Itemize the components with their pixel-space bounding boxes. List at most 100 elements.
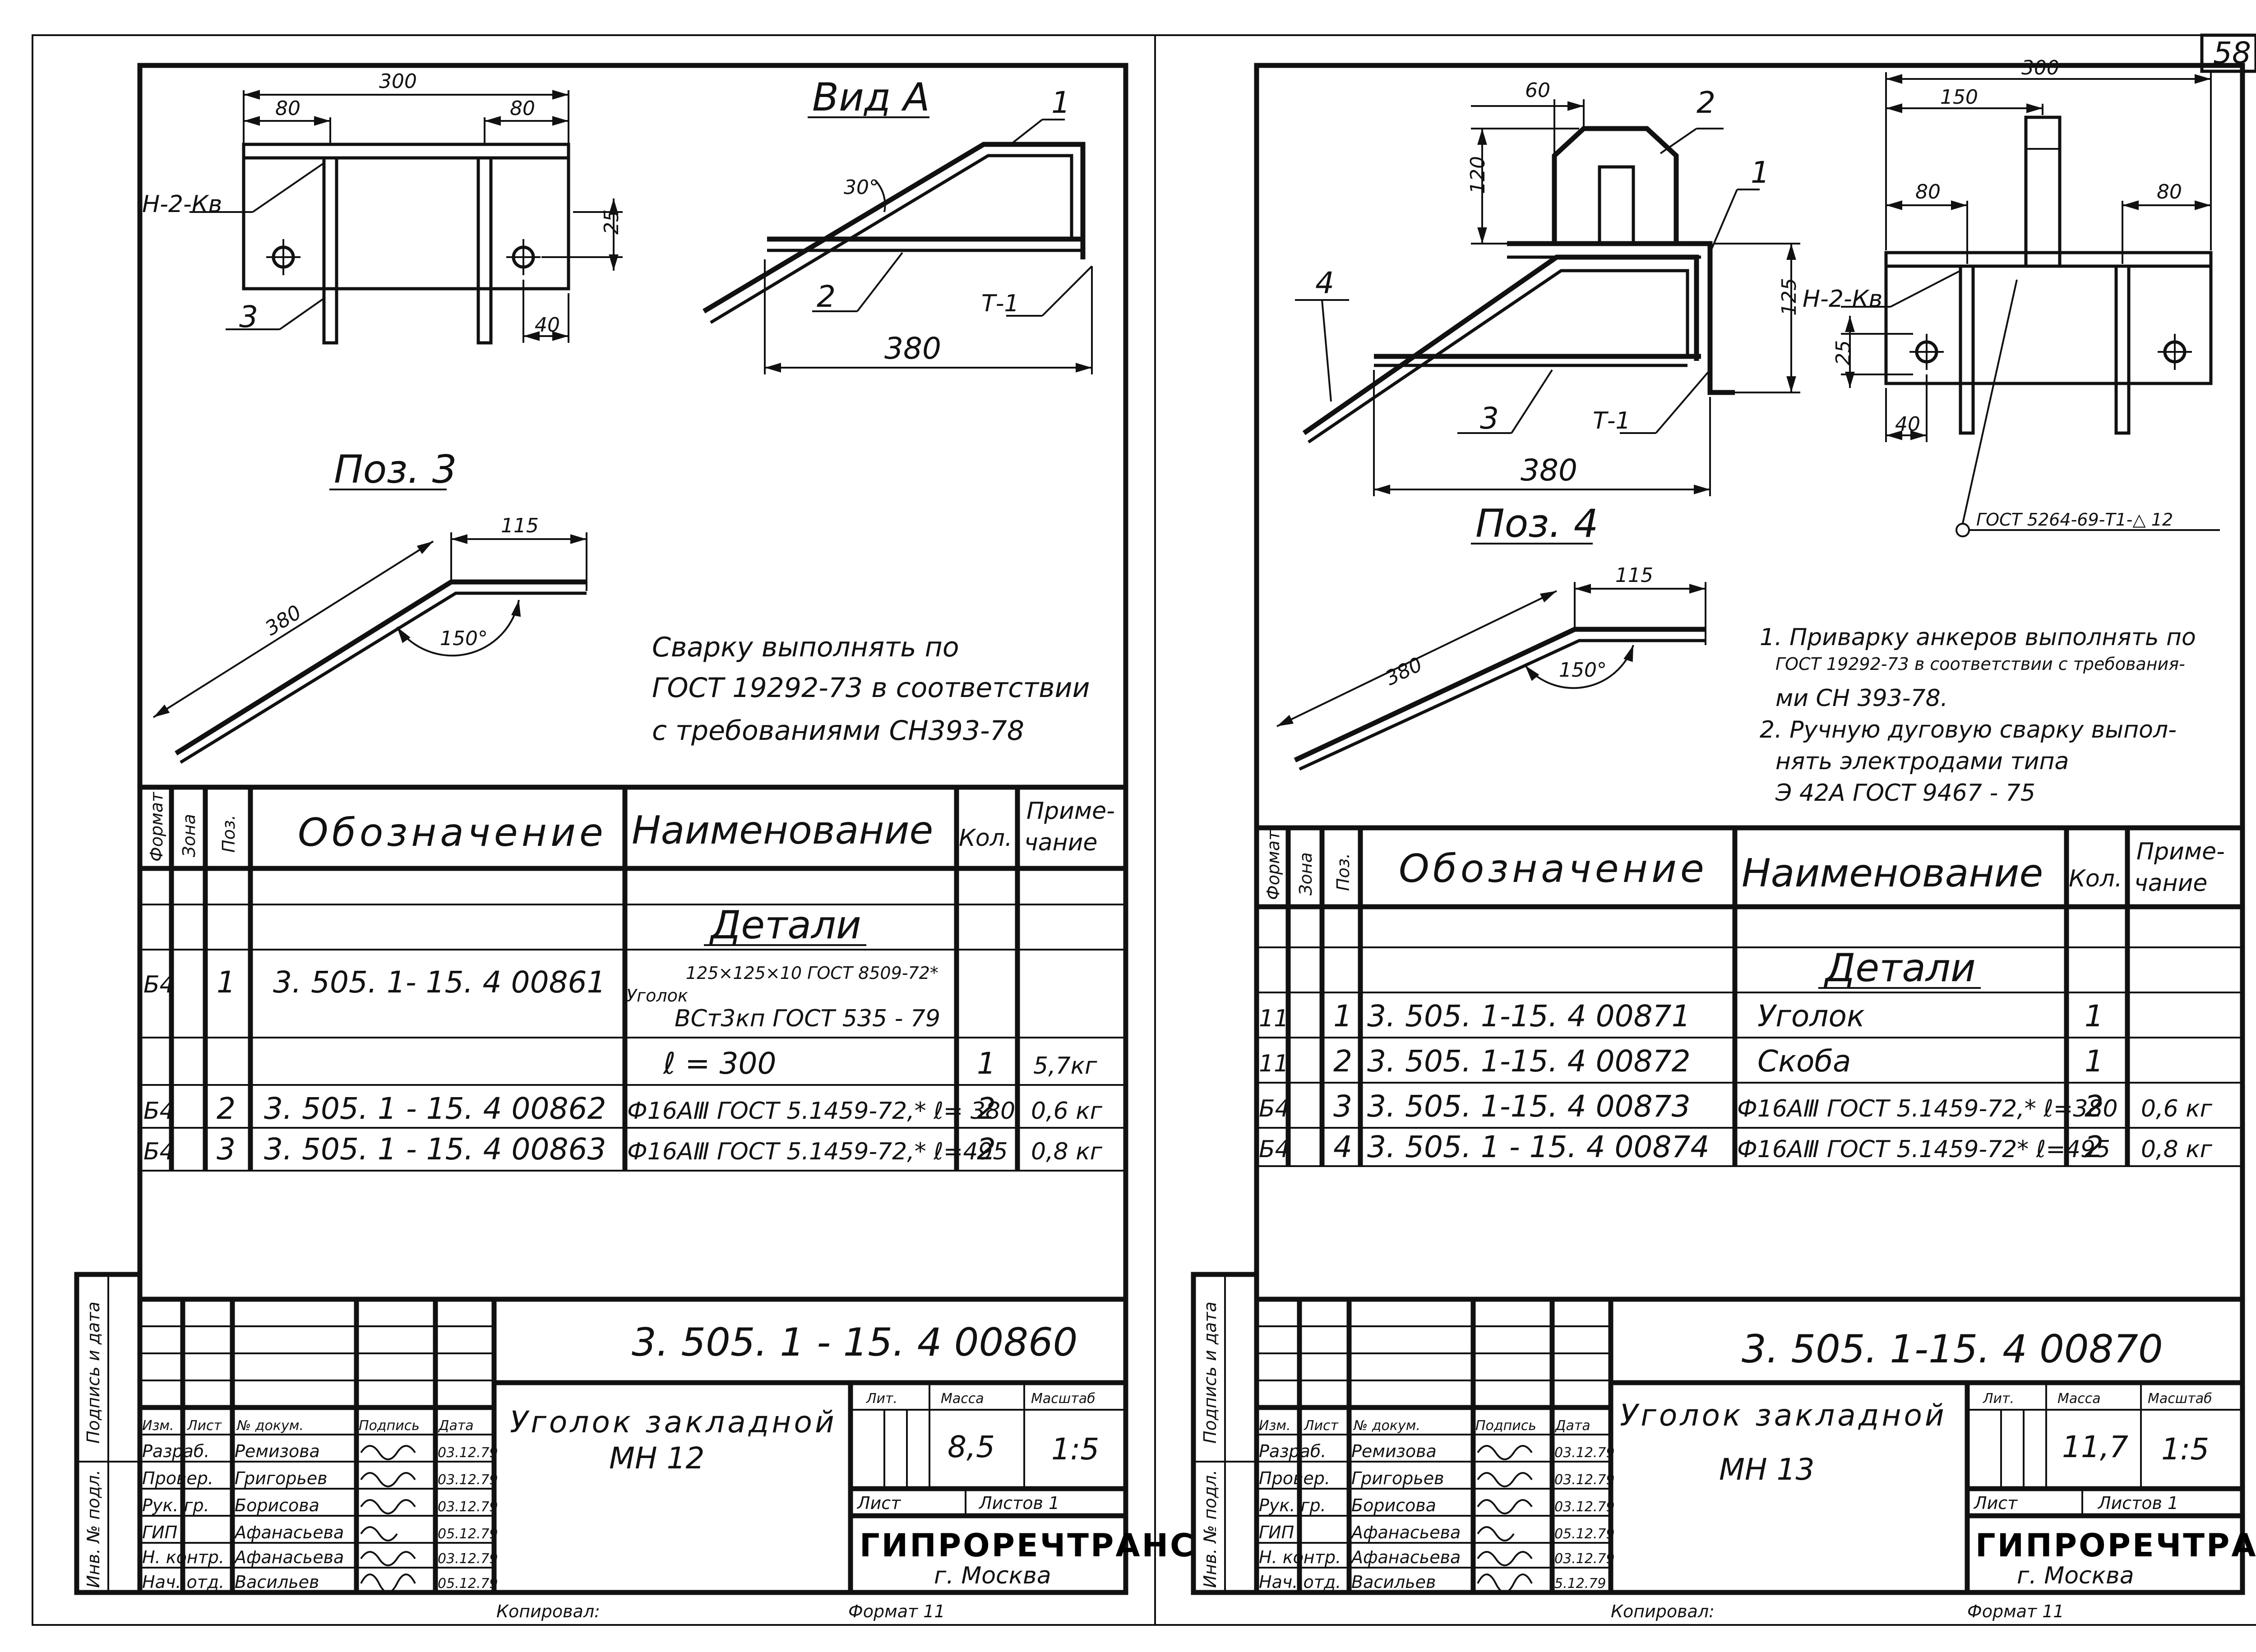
left-title-2: МН 12 xyxy=(609,1441,705,1476)
row1-qty: 1 xyxy=(977,1046,996,1081)
dim-300-right: 300 xyxy=(2021,56,2059,79)
pos4-dim-115: 115 xyxy=(1615,564,1653,587)
pos3-title: Поз. 3 xyxy=(334,447,457,492)
left-hdr-mass: Масса xyxy=(941,1391,984,1407)
row2-designation: 3. 505. 1 - 15. 4 00862 xyxy=(264,1091,606,1126)
left-date-4: 05.12.79 xyxy=(438,1526,498,1542)
pos3-angle: 150° xyxy=(440,627,488,650)
rrow4-name: Ф16АⅢ ГОСТ 5.1459-72* ℓ=495 xyxy=(1737,1136,2110,1163)
rrow4-pos: 4 xyxy=(1333,1130,1352,1164)
weld-label: Н-2-Кв xyxy=(142,191,222,218)
rrow1-qty: 1 xyxy=(2085,999,2103,1034)
page-border xyxy=(32,34,2256,1626)
rrow4-format: Б4 xyxy=(1259,1136,1290,1163)
right-role-6: Нач. отд. xyxy=(1259,1572,1341,1592)
right-signatures: Разраб. Ремизова 03.12.79 Провер. Григор… xyxy=(1259,1441,1615,1593)
right-sheet: 60 120 125 380 2 1 4 3 Т-1 xyxy=(1191,56,2256,1621)
rrow2-format: 11 xyxy=(1259,1050,1289,1077)
left-footer-copied: Копировал: xyxy=(496,1601,600,1621)
rrow2-name: Скоба xyxy=(1757,1044,1851,1079)
right-dim-25: 25 xyxy=(1832,340,1855,365)
left-title-block xyxy=(74,1272,1126,1595)
pos2-callout: 2 xyxy=(817,279,836,314)
row1-name-line3: ℓ = 300 xyxy=(663,1046,777,1081)
dim-300: 300 xyxy=(379,70,417,93)
right-role-2: Провер. xyxy=(1259,1468,1330,1488)
right-hdr-zone: Зона xyxy=(1296,852,1316,895)
right-hdr-format: Формат xyxy=(1263,830,1283,900)
left-hdr-scale: Масштаб xyxy=(1031,1391,1096,1407)
left-name-4: Афанасьева xyxy=(233,1523,344,1542)
dim-380: 380 xyxy=(884,331,941,366)
dim-80-right: 80 xyxy=(510,97,535,120)
right-spec-row-1: 11 1 3. 505. 1-15. 4 00871 Уголок 1 xyxy=(1259,999,2103,1034)
right-name-1: Ремизова xyxy=(1351,1441,1437,1461)
right-side-strip-inv: Инв. № подл. xyxy=(1200,1470,1220,1588)
rrow3-designation: 3. 505. 1-15. 4 00873 xyxy=(1367,1089,1691,1124)
row2-note: 0,6 кг xyxy=(1031,1098,1103,1125)
pos3-dim-380: 380 xyxy=(261,601,305,641)
right-side-strip-sign: Подпись и дата xyxy=(1200,1301,1220,1444)
left-mass: 8,5 xyxy=(948,1430,995,1464)
signature-scribble xyxy=(360,1472,416,1487)
pos4-title: Поз. 4 xyxy=(1475,501,1598,546)
signature-scribble xyxy=(1477,1574,1533,1593)
left-name-3: Борисова xyxy=(235,1495,319,1515)
row2-name: Ф16АⅢ ГОСТ 5.1459-72,* ℓ= 380 xyxy=(627,1098,1015,1125)
sheet-number-box xyxy=(2200,33,2256,73)
left-org: ГИПРОРЕЧТРАНС xyxy=(860,1527,1195,1564)
left-name-1: Ремизова xyxy=(235,1441,320,1461)
right-plan-view xyxy=(1841,72,2220,537)
hdr-designation: Обозначение xyxy=(298,810,607,855)
right-hdr-list: Лист xyxy=(1304,1418,1339,1434)
rrow2-pos: 2 xyxy=(1333,1044,1352,1079)
view-a-title: Вид А xyxy=(812,75,930,120)
notes-line-4: 2. Ручную дуговую сварку выпол- xyxy=(1760,716,2177,743)
right-mass: 11,7 xyxy=(2062,1430,2128,1464)
row3-name: Ф16АⅢ ГОСТ 5.1459-72,* ℓ=495 xyxy=(627,1138,1008,1165)
right-pos4-view xyxy=(1276,582,1706,771)
left-hdr-lit: Лит. xyxy=(866,1391,897,1407)
right-hdr-designation: Обозначение xyxy=(1399,846,1708,891)
rrow1-pos: 1 xyxy=(1333,999,1352,1034)
right-spec-row-2: 11 2 3. 505. 1-15. 4 00872 Скоба 1 xyxy=(1259,1044,2103,1079)
right-name-2: Григорьев xyxy=(1351,1468,1444,1488)
hdr-format: Формат xyxy=(147,791,166,862)
hdr-note-a: Приме- xyxy=(1026,798,1115,825)
left-spec-row-1: Б4 1 3. 505. 1- 15. 4 00861 Уголок 125×1… xyxy=(143,963,1097,1081)
left-role-4: ГИП xyxy=(142,1523,177,1542)
t1-callout: Т-1 xyxy=(981,290,1019,317)
row1-name-line1: 125×125×10 ГОСТ 8509-72* xyxy=(686,963,938,983)
pos3-dim-115: 115 xyxy=(501,514,539,537)
left-pos3-view xyxy=(153,532,587,764)
note-line-3: с требованиями СН393-78 xyxy=(652,715,1024,747)
left-spec-table xyxy=(140,784,1126,1172)
dim-80a: 80 xyxy=(1915,180,1941,203)
rrow3-pos: 3 xyxy=(1333,1089,1352,1124)
left-hdr-izm: Изм. xyxy=(142,1418,174,1434)
left-hdr-sign: Подпись xyxy=(359,1418,420,1434)
left-hdr-sheets: Листов 1 xyxy=(978,1493,1059,1513)
left-title-1: Уголок закладной xyxy=(510,1405,837,1440)
notes-line-2: ГОСТ 19292-73 в соответствии с требовани… xyxy=(1775,654,2185,674)
right-footer-format: Формат 11 xyxy=(1967,1601,2064,1621)
hdr-pos: Поз. xyxy=(219,815,239,853)
right-city: г. Москва xyxy=(2017,1562,2134,1589)
right-hdr-scale: Масштаб xyxy=(2148,1391,2212,1407)
right-spec-row-4: Б4 4 3. 505. 1 - 15. 4 00874 Ф16АⅢ ГОСТ … xyxy=(1259,1130,2213,1164)
left-spec-row-3: Б4 3 3. 505. 1 - 15. 4 00863 Ф16АⅢ ГОСТ … xyxy=(143,1132,1103,1167)
row2-format: Б4 xyxy=(143,1098,175,1125)
rrow1-designation: 3. 505. 1-15. 4 00871 xyxy=(1367,999,1691,1034)
signature-scribble xyxy=(360,1574,416,1593)
row1-pos: 1 xyxy=(217,965,236,1000)
rrow4-note: 0,8 кг xyxy=(2141,1136,2213,1163)
right-date-4: 05.12.79 xyxy=(1554,1526,1615,1542)
left-hdr-doc: № докум. xyxy=(236,1418,304,1434)
dim-120: 120 xyxy=(1466,156,1489,194)
right-hdr-pos: Поз. xyxy=(1333,853,1353,891)
rrow3-note: 0,6 кг xyxy=(2141,1095,2213,1122)
notes-line-5: нять электродами типа xyxy=(1775,748,2069,775)
row3-designation: 3. 505. 1 - 15. 4 00863 xyxy=(264,1132,606,1167)
right-org: ГИПРОРЕЧТРАНС xyxy=(1975,1527,2256,1564)
right-spec-table xyxy=(1257,825,2242,1167)
